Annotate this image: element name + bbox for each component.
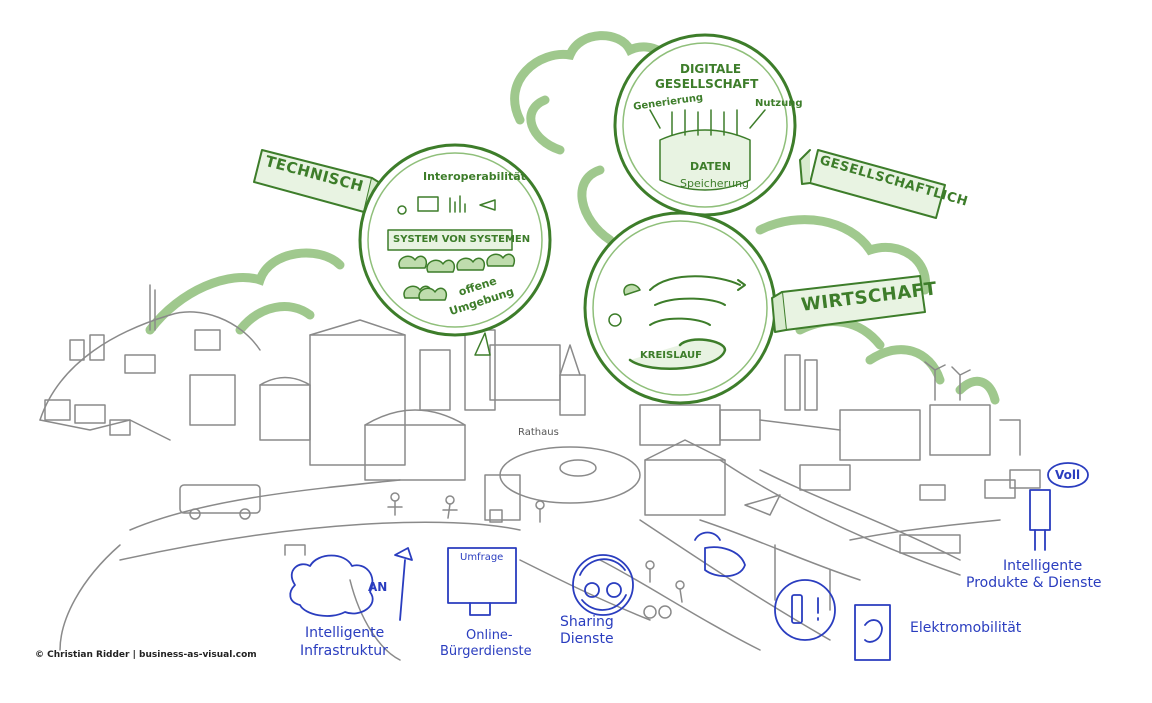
gesellschaft-title-2: GESELLSCHAFT	[655, 77, 759, 91]
usage-label: Nutzung	[755, 98, 803, 109]
interoperability-label: Interoperabilität	[423, 170, 526, 183]
lens-wirtschaft	[583, 211, 926, 405]
system-banner-label: SYSTEM VON SYSTEMEN	[393, 234, 531, 245]
caption-products-2: Produkte & Dienste	[966, 575, 1102, 591]
town-hall-label: Rathaus	[518, 427, 559, 438]
circular-label: KREISLAUF	[640, 350, 702, 361]
blue-icons	[289, 462, 1089, 661]
lens-gesellschaft	[613, 33, 946, 219]
data-label: DATEN	[690, 160, 732, 173]
switch-on-label: AN	[368, 580, 388, 594]
background-green-clouds	[145, 31, 1000, 405]
survey-label: Umfrage	[460, 552, 504, 563]
lens-technisch	[253, 143, 552, 356]
caption-infrastructure-1: Intelligente	[305, 625, 385, 641]
caption-products-1: Intelligente	[1003, 558, 1083, 574]
handle-gesellschaft-shape	[809, 149, 946, 219]
copyright-credit: © Christian Ridder | business-as-visual.…	[35, 650, 257, 660]
storage-label: Speicherung	[680, 177, 750, 190]
handle-wirtschaft-shape	[781, 275, 926, 331]
caption-sharing-1: Sharing	[560, 614, 614, 630]
full-label: Voll	[1055, 468, 1081, 482]
caption-citizen-2: Bürgerdienste	[440, 644, 532, 659]
caption-sharing-2: Dienste	[560, 631, 614, 647]
caption-citizen-1: Online-	[466, 628, 513, 643]
gesellschaft-title-1: DIGITALE	[680, 62, 742, 76]
city-sketch	[39, 284, 1041, 661]
caption-emobility: Elektromobilität	[910, 620, 1022, 636]
caption-infrastructure-2: Infrastruktur	[300, 643, 388, 659]
